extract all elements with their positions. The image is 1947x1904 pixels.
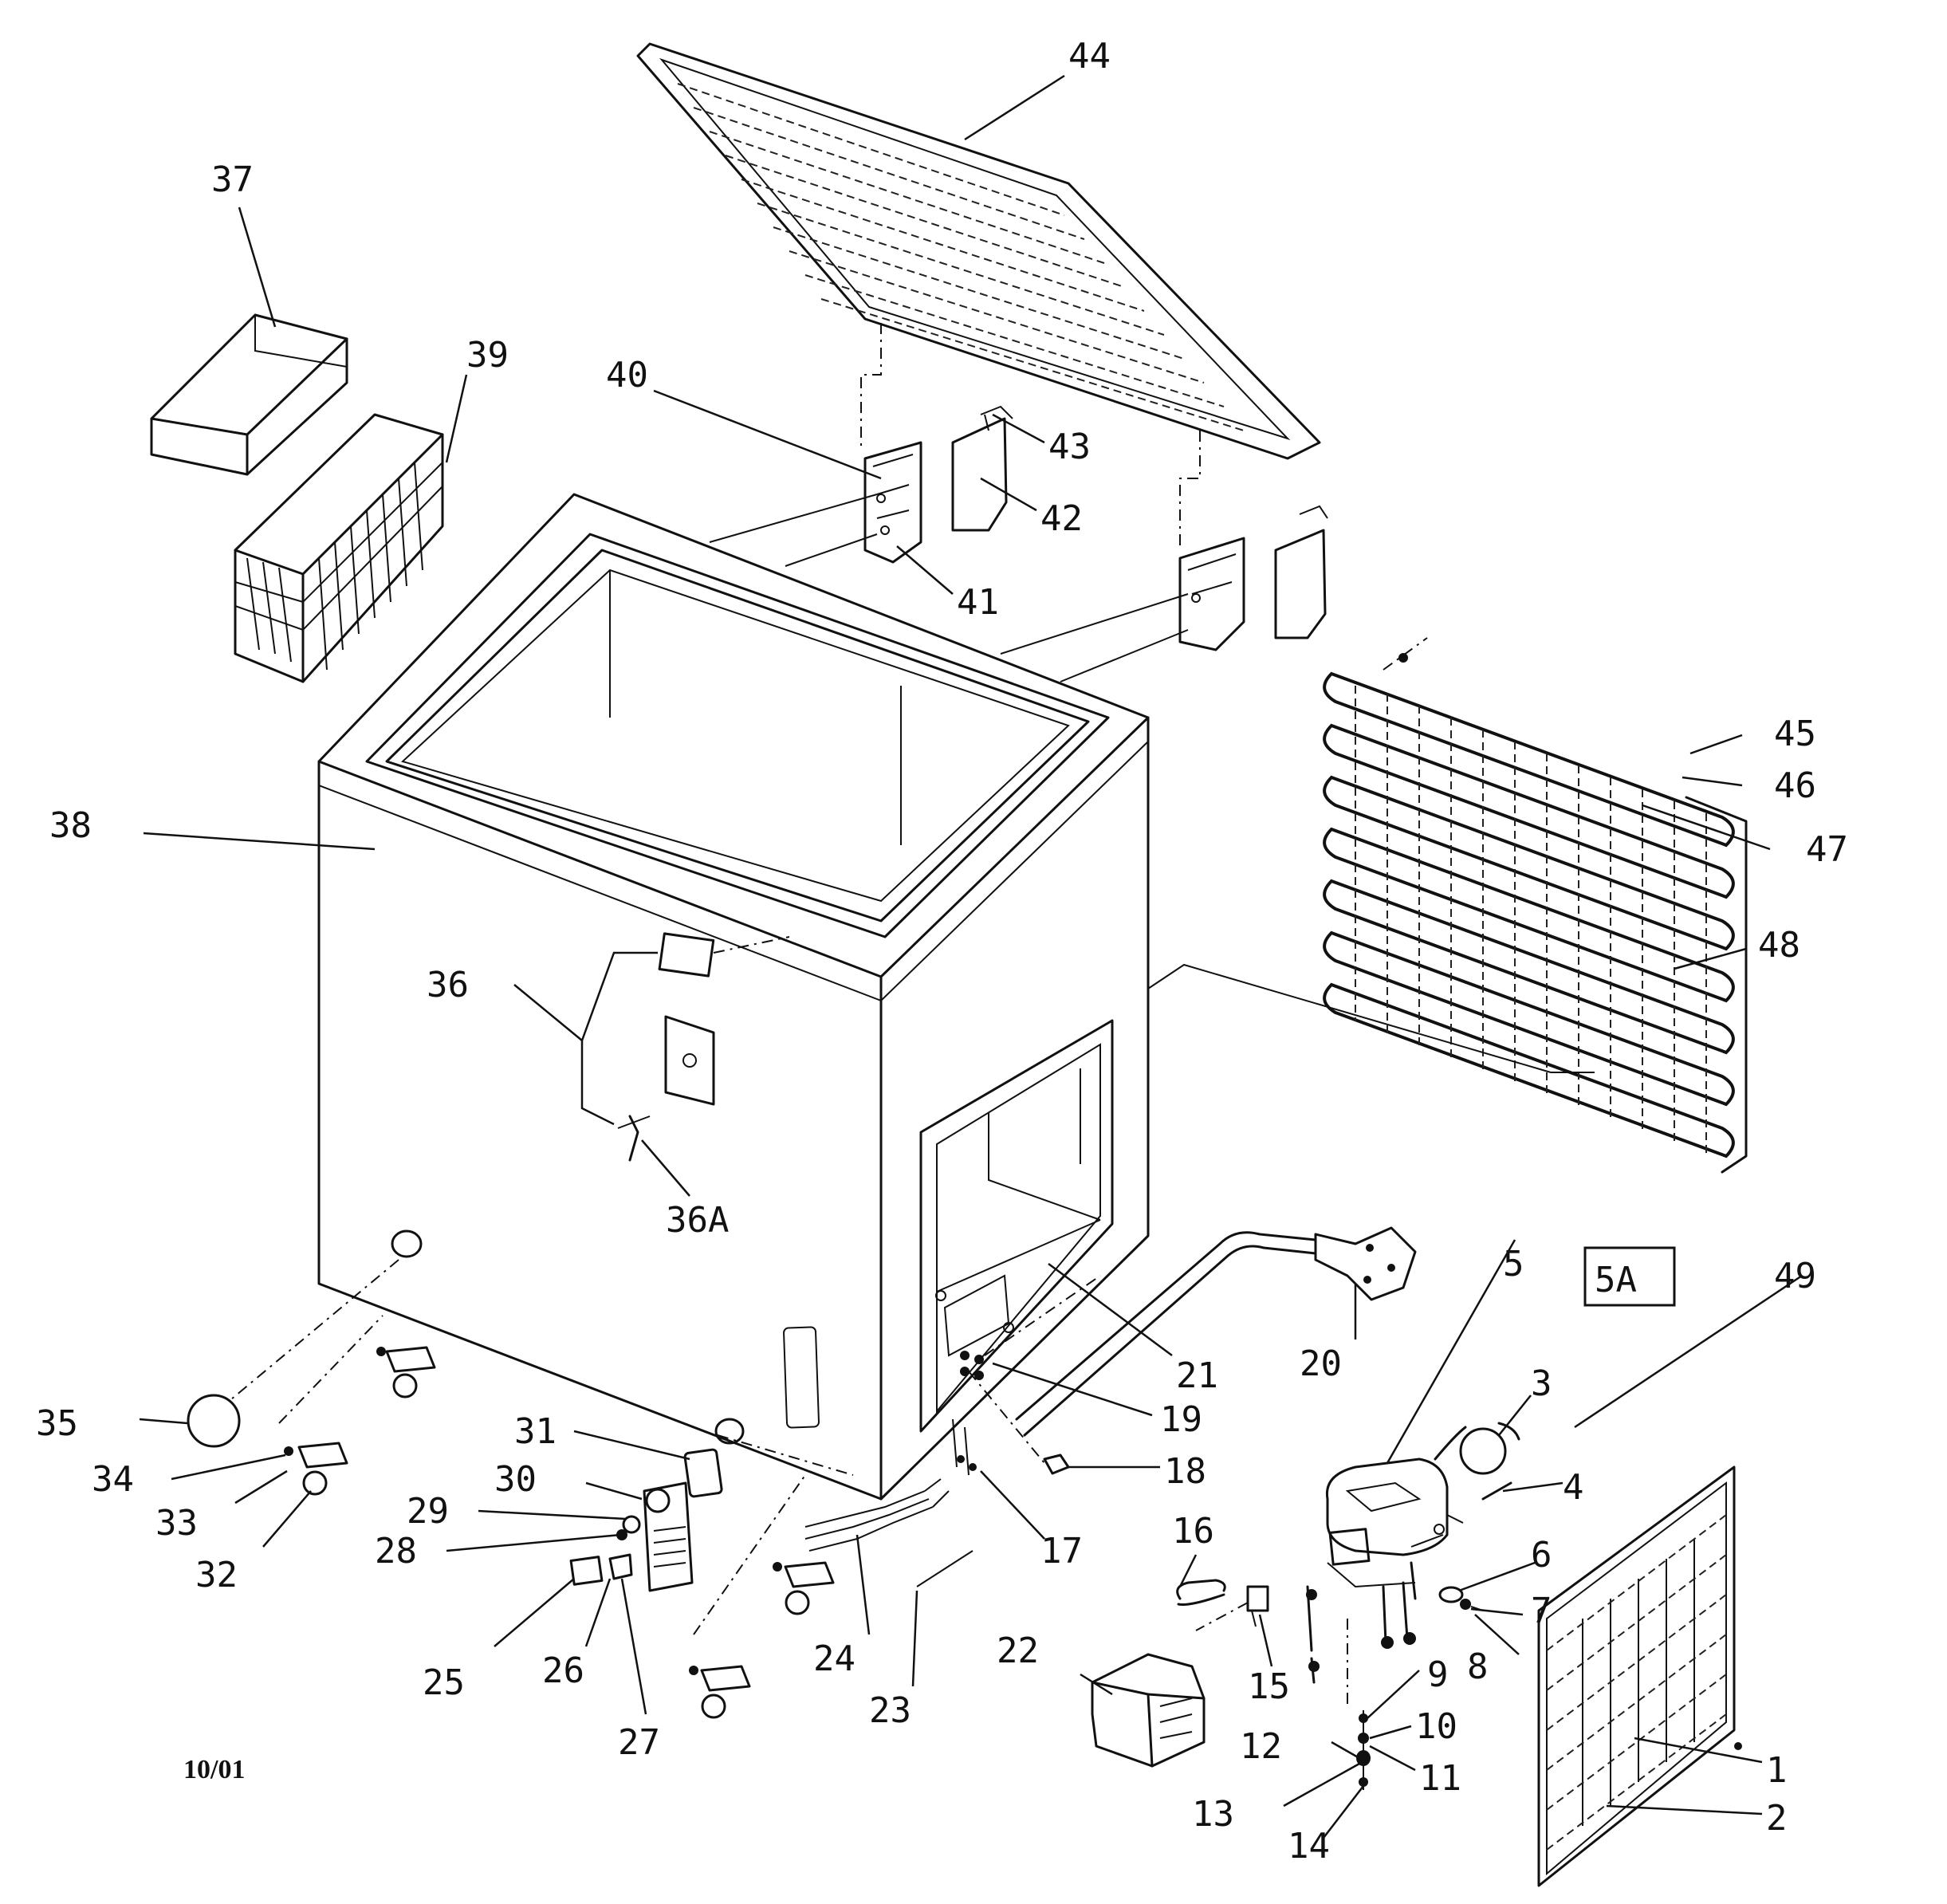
callout-15: 15 xyxy=(1248,1666,1290,1707)
callout-32: 32 xyxy=(195,1555,238,1595)
condenser-coil xyxy=(1147,637,1748,1174)
storage-tray xyxy=(150,313,348,476)
relay-overload xyxy=(1176,1579,1269,1631)
callout-31: 31 xyxy=(514,1411,557,1452)
callout-41: 41 xyxy=(957,582,999,623)
callout-5: 5 xyxy=(1503,1244,1524,1284)
callout-48: 48 xyxy=(1758,925,1800,966)
callout-43: 43 xyxy=(1048,427,1091,467)
callout-36: 36 xyxy=(427,965,469,1005)
compressor xyxy=(1306,1458,1464,1706)
callout-18: 18 xyxy=(1164,1451,1206,1492)
callout-38: 38 xyxy=(49,805,92,846)
callout-27: 27 xyxy=(618,1722,660,1763)
callout-labels: 44 37 39 40 43 42 41 38 45 46 47 48 36 3… xyxy=(36,36,1848,1867)
callout-12: 12 xyxy=(1240,1726,1282,1767)
callout-35: 35 xyxy=(36,1403,78,1444)
callout-4: 4 xyxy=(1563,1467,1584,1508)
callout-44: 44 xyxy=(1068,36,1111,77)
callout-49: 49 xyxy=(1774,1256,1816,1296)
callout-45: 45 xyxy=(1774,714,1816,754)
power-cord xyxy=(1015,1226,1417,1437)
callout-40: 40 xyxy=(606,355,648,395)
date-stamp: 10/01 xyxy=(183,1755,245,1784)
callout-39: 39 xyxy=(466,335,509,376)
callout-10: 10 xyxy=(1415,1706,1457,1747)
callout-14: 14 xyxy=(1288,1826,1330,1867)
callout-6: 6 xyxy=(1531,1535,1552,1576)
callout-3: 3 xyxy=(1531,1363,1552,1404)
callout-28: 28 xyxy=(375,1531,417,1572)
callout-20: 20 xyxy=(1300,1343,1342,1384)
leader-lines xyxy=(139,74,1803,1839)
lid-hinges xyxy=(863,405,1328,651)
callout-7: 7 xyxy=(1531,1591,1552,1631)
callout-46: 46 xyxy=(1774,765,1816,806)
rear-grille xyxy=(1537,1465,1742,1887)
callout-29: 29 xyxy=(407,1491,449,1532)
callout-25: 25 xyxy=(423,1662,465,1703)
boxed-label-text: 5A xyxy=(1595,1260,1637,1300)
callout-21: 21 xyxy=(1176,1355,1218,1396)
lid xyxy=(636,42,1321,550)
compressor-hardware xyxy=(1434,1422,1520,1611)
callout-2: 2 xyxy=(1766,1798,1788,1839)
freezer-cabinet xyxy=(317,493,1189,1501)
thermostat-assembly xyxy=(617,932,790,1162)
callout-16: 16 xyxy=(1172,1511,1214,1552)
callout-8: 8 xyxy=(1467,1646,1489,1687)
callout-47: 47 xyxy=(1806,829,1848,870)
callout-11: 11 xyxy=(1419,1758,1461,1799)
callout-36A: 36A xyxy=(666,1200,729,1241)
callout-19: 19 xyxy=(1160,1399,1202,1440)
boxed-label-5a: 5A xyxy=(1583,1246,1676,1307)
callout-9: 9 xyxy=(1427,1654,1449,1695)
wire-basket xyxy=(234,413,444,683)
callout-13: 13 xyxy=(1192,1794,1234,1835)
callout-22: 22 xyxy=(997,1631,1039,1671)
callout-30: 30 xyxy=(494,1459,537,1500)
callout-26: 26 xyxy=(542,1650,584,1691)
callout-17: 17 xyxy=(1040,1531,1083,1572)
callout-37: 37 xyxy=(211,159,254,200)
electrical-cover xyxy=(1091,1653,1206,1768)
callout-42: 42 xyxy=(1040,498,1083,539)
callout-23: 23 xyxy=(869,1690,911,1731)
front-hardware xyxy=(187,1259,1101,1719)
callout-24: 24 xyxy=(813,1638,856,1679)
callout-33: 33 xyxy=(155,1503,198,1544)
mounting-hardware-stack xyxy=(1356,1710,1371,1790)
callout-34: 34 xyxy=(92,1459,134,1500)
callout-1: 1 xyxy=(1766,1750,1788,1791)
